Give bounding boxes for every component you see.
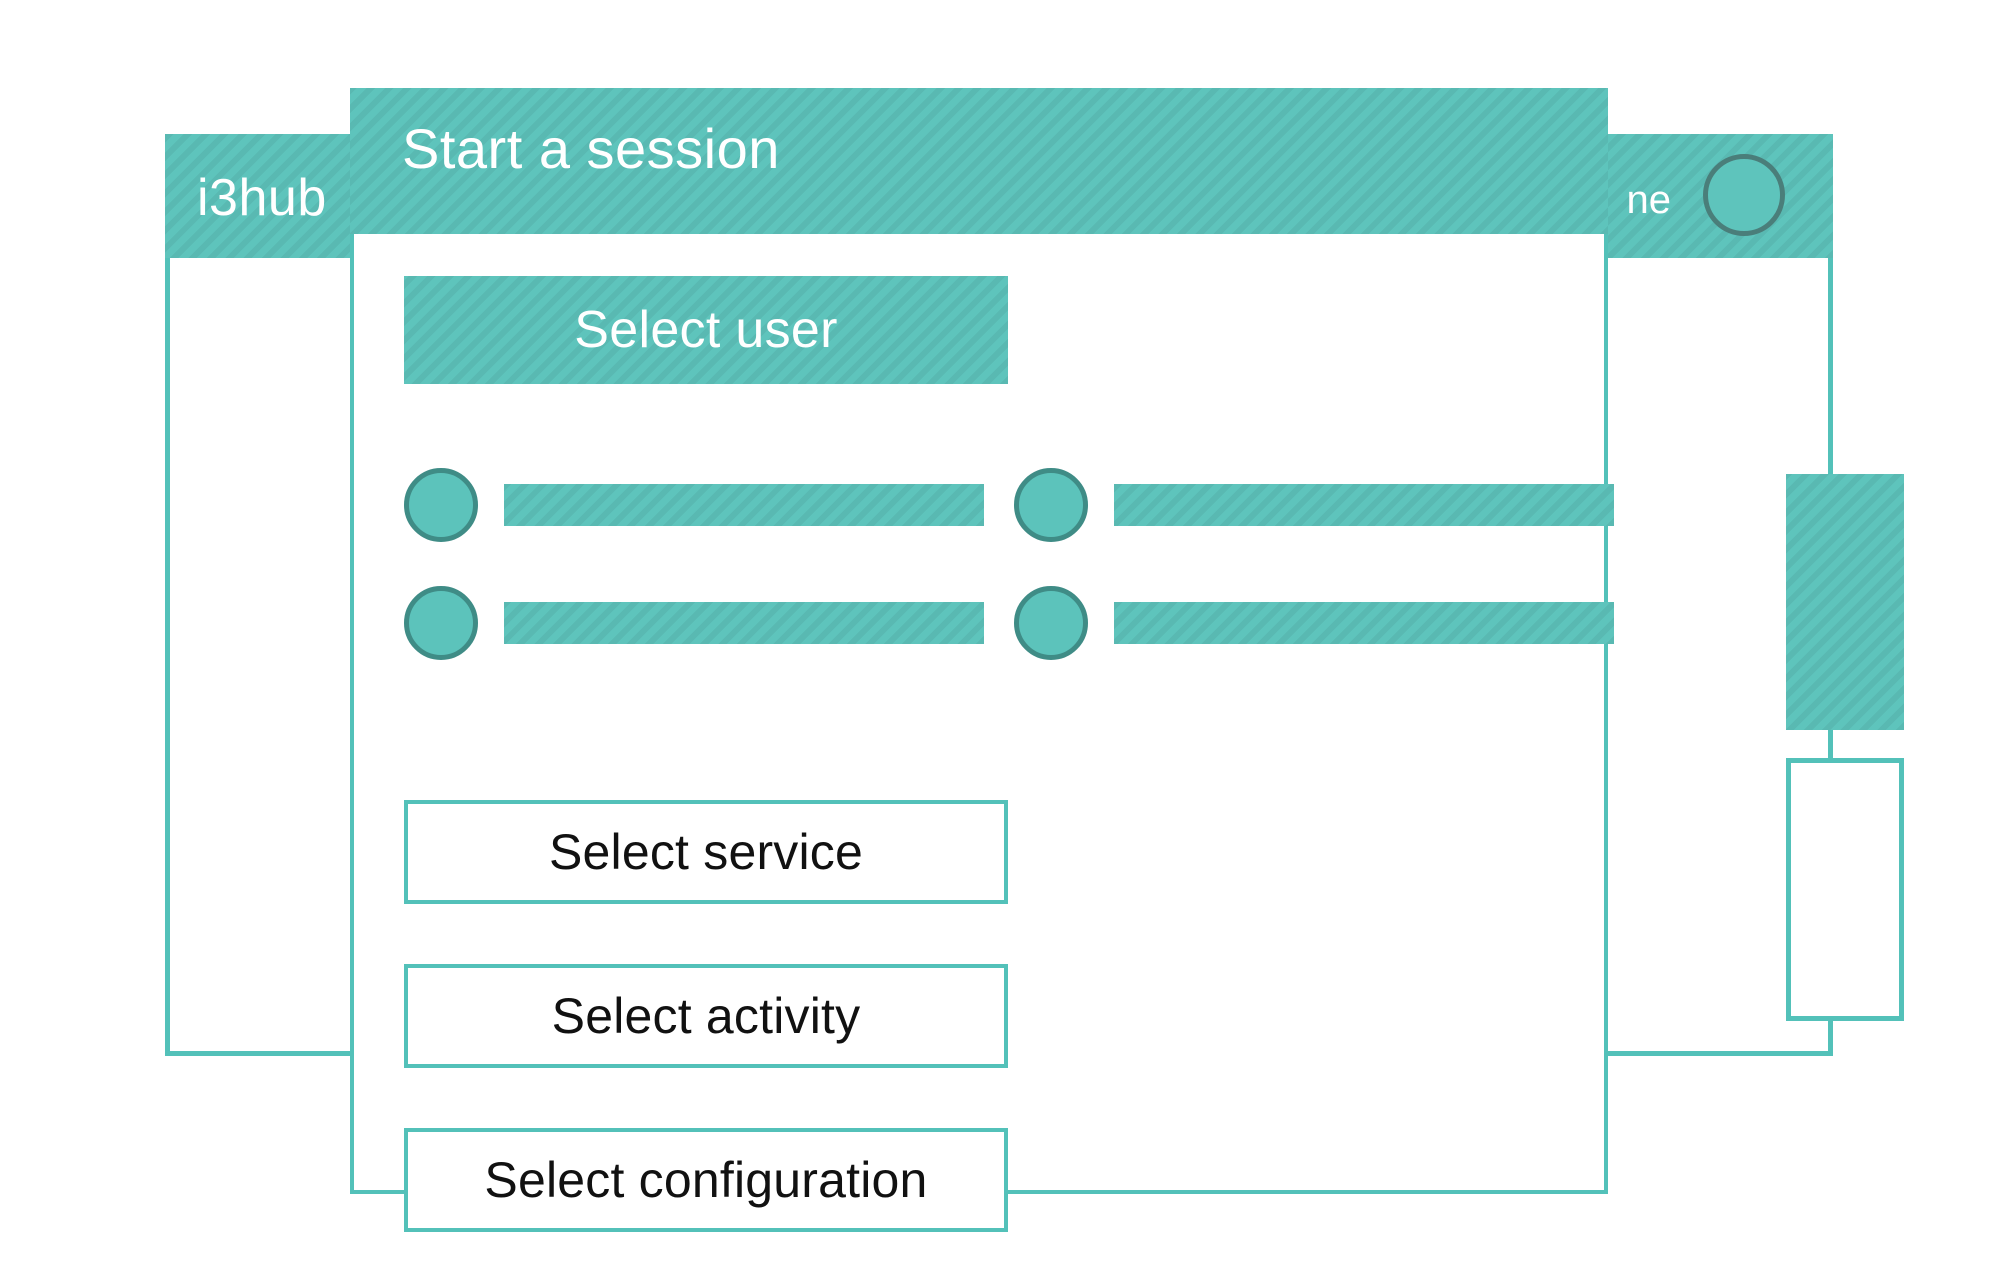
select-service-button-label: Select service [548,824,864,880]
user-avatar-circle-icon [404,468,478,542]
background-content-block-right-outline [1786,758,1904,1021]
modal-title: Start a session [402,117,780,180]
user-name-placeholder-bar [504,484,984,526]
user-list-item[interactable] [404,586,984,660]
select-activity-button[interactable]: Select activity [404,964,1008,1068]
user-list-item[interactable] [1014,586,1614,660]
select-service-button[interactable]: Select service [404,800,1008,904]
user-list-item[interactable] [404,468,984,542]
select-user-button[interactable]: Select user [404,276,1008,384]
modal-body: Select user Select service [354,234,1614,1232]
select-configuration-button-label: Select configuration [484,1152,928,1208]
user-avatar-circle-icon[interactable] [1703,154,1785,236]
modal-header: Start a session [350,88,1608,234]
select-configuration-button[interactable]: Select configuration [404,1128,1008,1232]
start-session-modal: Start a session Select user [350,88,1614,1232]
header-username-text: ne [1626,178,1672,222]
user-name-placeholder-bar [504,602,984,644]
user-avatar-circle-icon [1014,586,1088,660]
user-avatar-circle-icon [404,586,478,660]
user-name-placeholder-bar [1114,602,1614,644]
background-content-block-right-striped [1786,474,1904,730]
user-list-item[interactable] [1014,468,1614,542]
select-user-button-label: Select user [574,301,838,359]
app-logo: i3hub [197,169,327,227]
select-activity-button-label: Select activity [551,988,861,1044]
user-avatar-circle-icon [1014,468,1088,542]
user-name-placeholder-bar [1114,484,1614,526]
